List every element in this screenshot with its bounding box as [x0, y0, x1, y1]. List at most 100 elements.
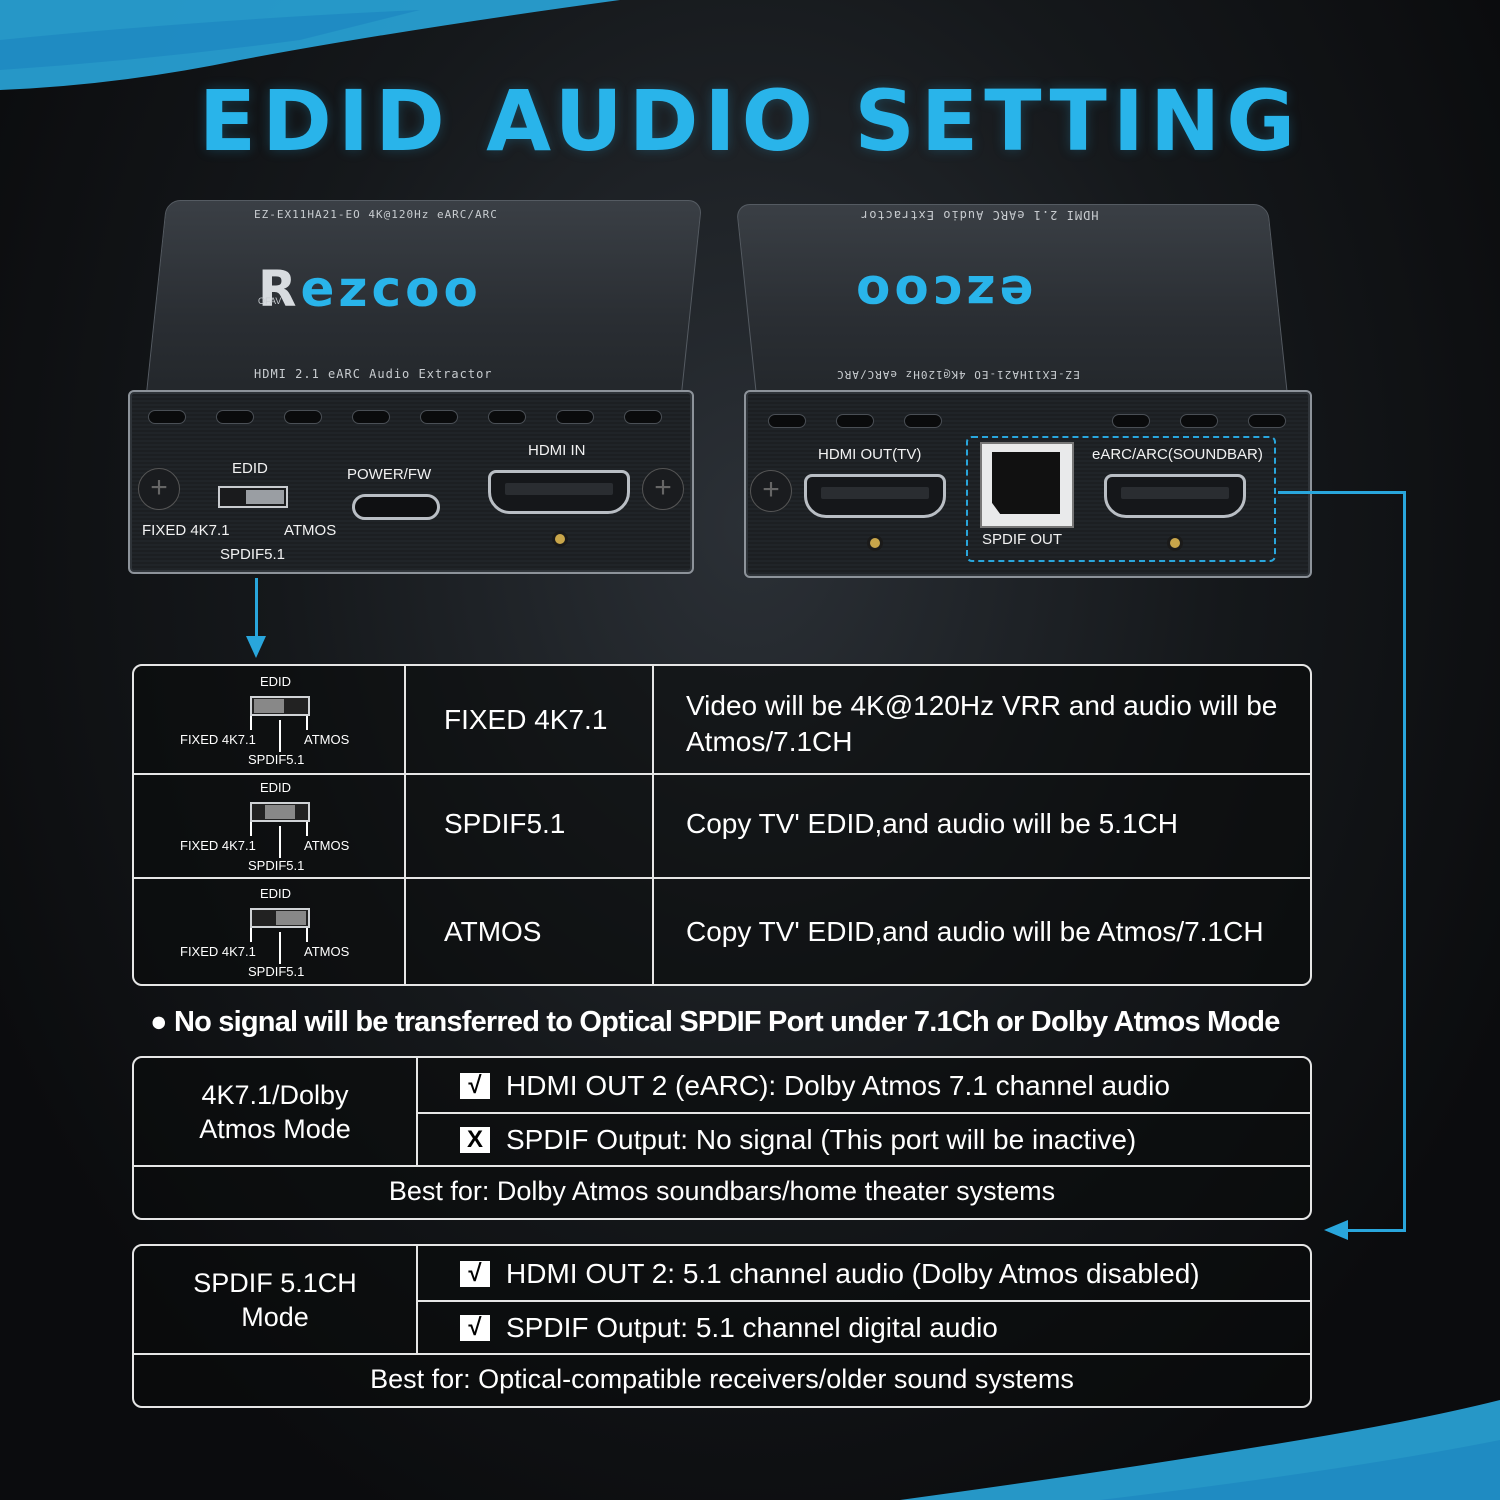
atmos-label: ATMOS	[284, 522, 337, 539]
switch-right-label: ATMOS	[304, 838, 350, 853]
mode-title: 4K7.1/Dolby Atmos Mode	[134, 1078, 416, 1146]
device-left-product: HDMI 2.1 eARC Audio Extractor	[254, 367, 493, 381]
switch-graphic	[250, 696, 310, 716]
feature-row: √ HDMI OUT 2 (eARC): Dolby Atmos 7.1 cha…	[460, 1070, 1170, 1102]
best-for: Best for: Optical-compatible receivers/o…	[370, 1364, 1074, 1394]
vent	[1180, 414, 1218, 428]
table-divider	[134, 877, 1310, 879]
page-title: EDID AUDIO SETTING	[198, 72, 1302, 170]
vent	[352, 410, 390, 424]
mode-table-spdif: SPDIF 5.1CH Mode √ HDMI OUT 2: 5.1 chann…	[132, 1244, 1312, 1408]
mode-name: FIXED 4K7.1	[444, 704, 608, 735]
device-right-model-flipped: EZ-EX11HA21-EO 4K@120Hz eARC/ARC	[836, 368, 1080, 381]
spdif-label: SPDIF5.1	[220, 546, 286, 563]
table-divider	[416, 1058, 418, 1166]
table-divider	[652, 666, 654, 984]
table-divider	[418, 1300, 1310, 1302]
table-divider	[134, 1353, 1310, 1355]
led-indicator	[1170, 538, 1180, 548]
table-divider	[134, 1165, 1310, 1167]
device-left-logo-sub: OFAV	[258, 296, 282, 306]
usb-c-port[interactable]	[352, 494, 440, 520]
switch-right-label: ATMOS	[304, 732, 350, 747]
switch-edid-label: EDID	[260, 886, 292, 901]
vent	[768, 414, 806, 428]
mode-description: Video will be 4K@120Hz VRR and audio wil…	[686, 690, 1278, 757]
device-left-logo: Rezcoo	[258, 260, 482, 318]
hdmi-out-port[interactable]	[804, 474, 946, 518]
led-indicator	[870, 538, 880, 548]
vent	[624, 410, 662, 424]
connector-line-right-h2	[1346, 1229, 1406, 1232]
mode-title-line1: 4K7.1/Dolby	[201, 1080, 349, 1110]
device-right-product-flipped: HDMI 2.1 eARC Audio Extractor	[860, 208, 1099, 222]
vent	[488, 410, 526, 424]
feature-row: X SPDIF Output: No signal (This port wil…	[460, 1124, 1136, 1156]
arrow-left-icon	[1324, 1220, 1348, 1240]
switch-edid-label: EDID	[260, 674, 292, 689]
device-left: EZ-EX11HA21-EO 4K@120Hz eARC/ARC Rezcoo …	[126, 200, 703, 576]
cross-icon: X	[460, 1127, 490, 1153]
feature-row: √ SPDIF Output: 5.1 channel digital audi…	[460, 1312, 998, 1344]
mode-table-atmos: 4K7.1/Dolby Atmos Mode √ HDMI OUT 2 (eAR…	[132, 1056, 1312, 1220]
hdmi-in-label: HDMI IN	[528, 442, 586, 459]
mode-description: Copy TV' EDID,and audio will be 5.1CH	[686, 808, 1178, 839]
feature-text: SPDIF Output: No signal (This port will …	[506, 1124, 1137, 1155]
mode-title-line2: Mode	[241, 1302, 309, 1332]
switch-graphic	[250, 908, 310, 928]
connector-line-right-v	[1403, 491, 1406, 1232]
vent	[556, 410, 594, 424]
check-icon: √	[460, 1261, 490, 1287]
vent	[216, 410, 254, 424]
switch-graphic	[250, 802, 310, 822]
switch-left-label: FIXED 4K7.1	[180, 944, 256, 959]
vent	[148, 410, 186, 424]
logo-prefix: R	[258, 260, 301, 318]
check-icon: √	[460, 1073, 490, 1099]
brush-stroke-top	[0, 0, 620, 90]
hdmi-in-port[interactable]	[488, 470, 630, 514]
switch-bottom-label: SPDIF5.1	[248, 964, 305, 979]
screw-icon: +	[138, 468, 180, 510]
switch-right-label: ATMOS	[304, 944, 350, 959]
connector-line-right-h	[1278, 491, 1406, 494]
table-divider	[134, 773, 1310, 775]
connector-line-left	[255, 578, 258, 638]
brush-stroke-bottom	[900, 1400, 1500, 1500]
earc-port[interactable]	[1104, 474, 1246, 518]
audio-output-highlight	[966, 436, 1276, 562]
table-divider	[404, 666, 406, 984]
mode-title-line1: SPDIF 5.1CH	[193, 1268, 357, 1298]
device-left-model: EZ-EX11HA21-EO 4K@120Hz eARC/ARC	[254, 208, 498, 221]
table-divider	[416, 1246, 418, 1354]
edid-mode-table: EDID FIXED 4K7.1 ATMOS SPDIF5.1 FIXED 4K…	[132, 664, 1312, 986]
vent	[904, 414, 942, 428]
switch-edid-label: EDID	[260, 780, 292, 795]
best-for: Best for: Dolby Atmos soundbars/home the…	[388, 1176, 1056, 1206]
table-divider	[418, 1112, 1310, 1114]
device-left-vents	[148, 410, 662, 424]
spdif-out-port[interactable]	[980, 442, 1074, 528]
mode-description: Copy TV' EDID,and audio will be Atmos/7.…	[686, 916, 1264, 947]
edid-switch[interactable]	[218, 486, 288, 508]
earc-label: eARC/ARC(SOUNDBAR)	[1092, 446, 1263, 463]
mode-title: SPDIF 5.1CH Mode	[134, 1266, 416, 1334]
led-indicator	[555, 534, 565, 544]
vent	[420, 410, 458, 424]
vent	[1248, 414, 1286, 428]
switch-left-label: FIXED 4K7.1	[180, 732, 256, 747]
device-right-vents	[768, 414, 942, 428]
switch-bottom-label: SPDIF5.1	[248, 752, 305, 767]
hdmi-out-label: HDMI OUT(TV)	[818, 446, 922, 463]
arrow-down-icon	[246, 636, 266, 658]
feature-row: √ HDMI OUT 2: 5.1 channel audio (Dolby A…	[460, 1258, 1200, 1290]
mode-title-line2: Atmos Mode	[199, 1114, 351, 1144]
power-label: POWER/FW	[347, 466, 432, 483]
switch-bottom-label: SPDIF5.1	[248, 858, 305, 873]
optical-note: ● No signal will be transferred to Optic…	[150, 1006, 1280, 1038]
screw-icon: +	[750, 470, 792, 512]
mode-name: SPDIF5.1	[444, 808, 566, 839]
screw-icon: +	[642, 468, 684, 510]
logo-text: ezcoo	[300, 260, 482, 318]
device-right-vents-2	[1112, 414, 1286, 428]
